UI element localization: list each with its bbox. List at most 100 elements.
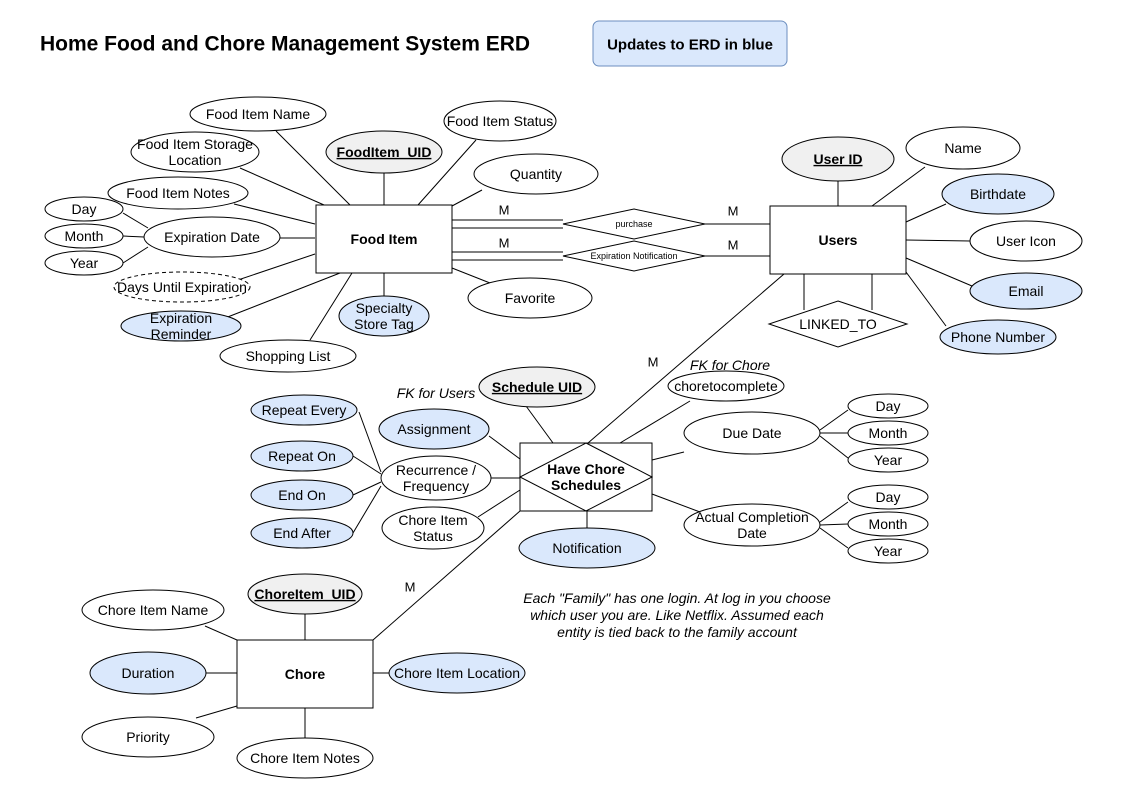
attribute-chore-item-location	[388, 652, 526, 694]
attribute-label-repeat-on: Repeat On	[268, 448, 336, 464]
attribute-fooditem-uid	[325, 130, 443, 174]
connector-line	[819, 501, 849, 523]
attribute-label-food-item-name: Food Item Name	[206, 106, 310, 122]
attribute-label-choretocomplete: choretocomplete	[674, 378, 778, 394]
attribute-due-date	[683, 411, 821, 455]
attribute-day-acd	[847, 484, 929, 510]
attribute-label-notification: Notification	[552, 540, 621, 556]
attribute-priority	[81, 716, 215, 758]
diagram-title: Home Food and Chore Management System ER…	[40, 32, 530, 55]
attribute-repeat-every	[250, 394, 358, 426]
relationship-have-chore-schedules	[518, 442, 654, 512]
attribute-email	[969, 272, 1083, 310]
connector-line	[204, 625, 238, 641]
attribute-schedule-uid	[478, 366, 596, 408]
attribute-label-end-after: End After	[273, 525, 331, 541]
attribute-chore-item-notes	[236, 737, 374, 779]
connector-line	[819, 409, 849, 431]
attribute-choretocomplete	[667, 370, 785, 402]
attribute-label-year-acd: Year	[874, 543, 903, 559]
entity-users	[769, 205, 907, 275]
attribute-label-favorite: Favorite	[505, 290, 556, 306]
attribute-label-year-dd: Year	[874, 452, 903, 468]
attribute-end-after	[250, 517, 354, 549]
attribute-days-until-expiration	[113, 271, 251, 303]
cardinality-label: M	[648, 355, 659, 370]
attribute-month-fi	[44, 223, 124, 249]
attribute-phone-number	[939, 319, 1057, 355]
attribute-label-day-acd: Day	[876, 489, 901, 505]
attribute-label-phone-number: Phone Number	[951, 329, 1046, 345]
cardinality-label: M	[728, 204, 739, 219]
attribute-label-assignment: Assignment	[397, 421, 470, 437]
attribute-specialty-store-tag	[338, 295, 430, 337]
connector-line	[477, 489, 521, 518]
attribute-end-on	[250, 479, 354, 511]
cardinality-label: M	[728, 238, 739, 253]
connector-line	[231, 253, 316, 283]
connector-line	[233, 203, 316, 225]
attribute-expiration-date	[143, 216, 281, 258]
attribute-notification	[518, 527, 656, 569]
connector-line	[819, 523, 849, 526]
attribute-day-fi	[44, 196, 124, 222]
attribute-chore-item-name	[81, 589, 225, 631]
connector-line	[905, 203, 947, 223]
attribute-label-birthdate: Birthdate	[970, 186, 1026, 202]
relationship-label-purchase: purchase	[615, 219, 652, 229]
connector-line	[525, 405, 554, 444]
attribute-food-item-status	[443, 100, 557, 142]
attribute-label-choreitem-uid: ChoreItem_UID	[254, 586, 355, 602]
diagram-shapes	[44, 20, 1083, 779]
attribute-label-shopping-list: Shopping List	[246, 348, 331, 364]
attribute-label-chore-item-notes: Chore Item Notes	[250, 750, 360, 766]
connector-line	[122, 246, 149, 264]
attribute-label-month-acd: Month	[869, 516, 908, 532]
connector-line	[219, 272, 341, 321]
cardinality-label: M	[405, 580, 416, 595]
attribute-label-day-dd: Day	[876, 398, 901, 414]
note-fk-chore: FK for Chore	[690, 357, 770, 373]
attribute-label-priority: Priority	[126, 729, 170, 745]
attribute-label-fooditem-uid: FoodItem_UID	[337, 144, 432, 160]
connector-line	[451, 189, 483, 207]
attribute-label-chore-item-location: Chore Item Location	[394, 665, 520, 681]
connector-line	[451, 267, 491, 284]
attribute-label-food-item-status: Food Item Status	[447, 113, 554, 129]
attribute-label-month-dd: Month	[869, 425, 908, 441]
connector-line	[488, 435, 521, 460]
attribute-label-end-on: End On	[278, 487, 325, 503]
legend-box	[592, 20, 788, 67]
connector-lines	[122, 130, 973, 738]
attribute-label-email: Email	[1008, 283, 1043, 299]
cardinality-label: M	[499, 203, 510, 218]
attribute-quantity	[473, 153, 599, 195]
connector-line	[352, 481, 382, 496]
entity-label-users: Users	[819, 232, 858, 248]
note-fk-users: FK for Users	[397, 385, 476, 401]
attribute-assignment	[378, 408, 490, 450]
attribute-label-day-fi: Day	[72, 201, 97, 217]
attribute-food-item-notes	[107, 176, 249, 210]
connector-line	[352, 485, 382, 534]
relationship-label-linked-to: LINKED_TO	[799, 316, 877, 332]
attribute-label-chore-item-name: Chore Item Name	[98, 602, 209, 618]
attribute-label-name: Name	[944, 140, 982, 156]
attribute-label-recurrence-frequency: Recurrence /Frequency	[396, 462, 476, 494]
attribute-actual-completion-date	[683, 503, 821, 547]
connector-line	[372, 510, 521, 641]
attribute-year-acd	[847, 538, 929, 564]
attribute-favorite	[467, 277, 593, 319]
attribute-day-dd	[847, 393, 929, 419]
attribute-label-due-date: Due Date	[722, 425, 781, 441]
attribute-year-dd	[847, 447, 929, 473]
attribute-recurrence-frequency	[380, 455, 492, 501]
connector-line	[587, 273, 785, 444]
attribute-duration	[89, 651, 207, 695]
attribute-label-year-fi: Year	[70, 255, 99, 271]
attribute-year-fi	[44, 250, 124, 276]
